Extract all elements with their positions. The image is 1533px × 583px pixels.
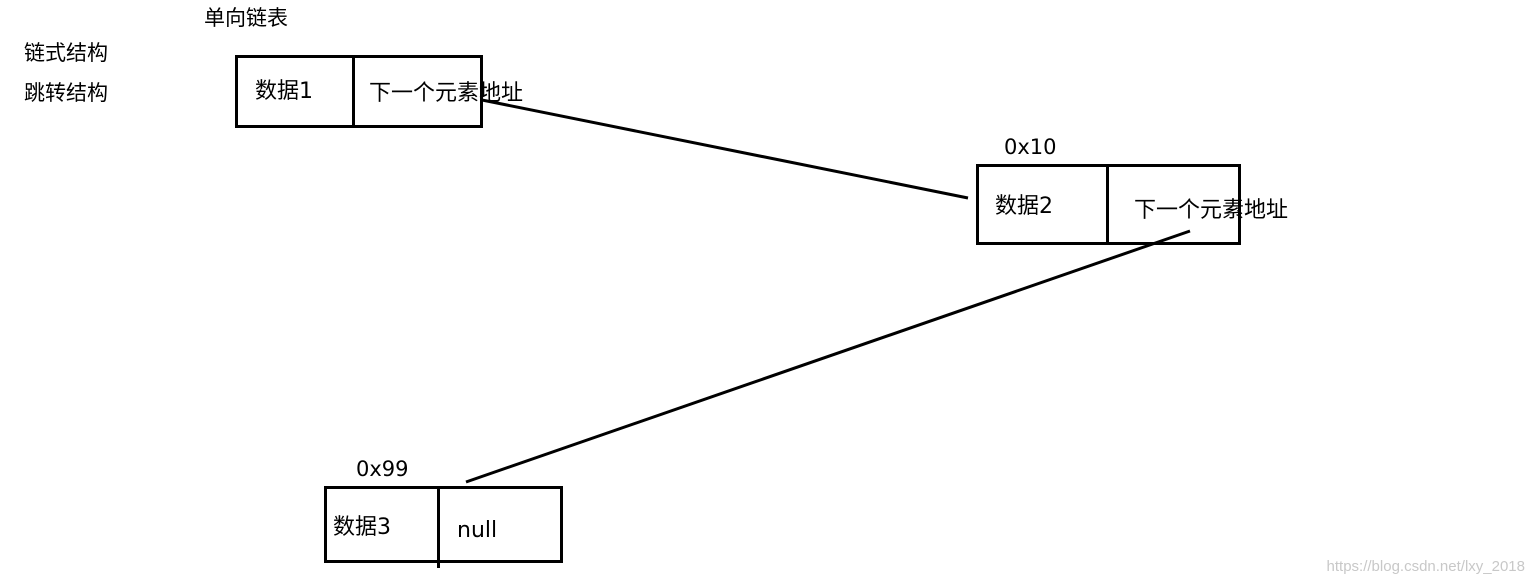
link-node2-to-node3 <box>465 229 1191 484</box>
list-node-3 <box>324 486 563 563</box>
node-2-data: 数据2 <box>995 194 1053 219</box>
node-1-next: 下一个元素地址 <box>369 81 524 106</box>
node-divider <box>352 58 355 125</box>
diagram-title: 单向链表 <box>204 6 288 30</box>
node-2-next: 下一个元素地址 <box>1134 198 1289 223</box>
list-node-1 <box>235 55 483 128</box>
node-3-divider <box>437 486 440 568</box>
watermark-url: https://blog.csdn.net/lxy_2018 <box>1326 558 1525 575</box>
link-node1-to-node2 <box>481 98 969 200</box>
node-3-data: 数据3 <box>333 515 391 540</box>
label-chain-structure: 链式结构 <box>24 41 108 65</box>
node-3-address: 0x99 <box>356 457 409 481</box>
node-3-next: null <box>457 518 498 543</box>
label-jump-structure: 跳转结构 <box>24 81 108 105</box>
list-node-2 <box>976 164 1241 245</box>
node-1-data: 数据1 <box>255 79 313 104</box>
node-divider <box>1106 167 1109 242</box>
node-2-address: 0x10 <box>1004 135 1057 159</box>
